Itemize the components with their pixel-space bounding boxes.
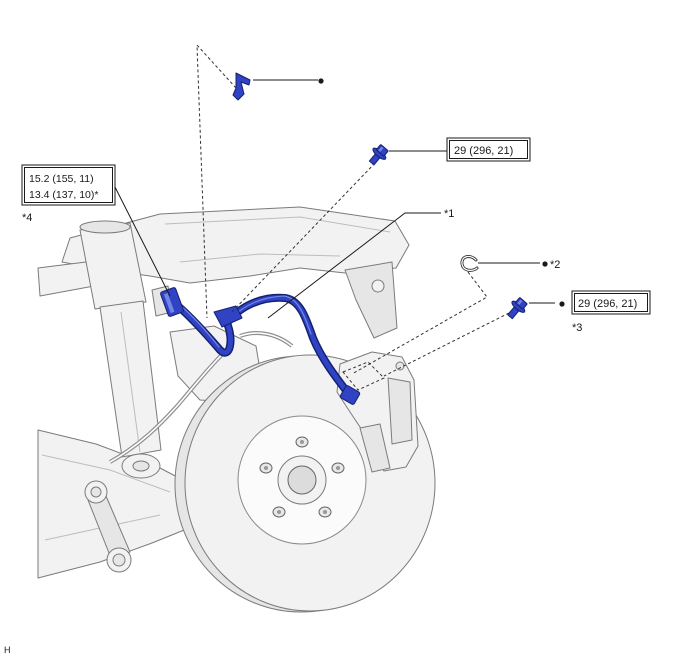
brake-tube-inner: [109, 344, 233, 463]
caliper-mounting-bracket: [359, 423, 391, 473]
bolt-highlight: [378, 146, 384, 152]
hose-clip-2-icon: [460, 255, 479, 272]
upper-bolt-icon: [368, 144, 389, 166]
bolt-head: [515, 297, 528, 310]
torque-box-inner: [574, 293, 648, 312]
lug-stud: [295, 436, 309, 448]
upper-arm: [37, 261, 95, 297]
union-seat-outline: [342, 361, 385, 391]
bolt-highlight: [517, 299, 523, 305]
lug-stud-tip: [277, 510, 281, 514]
shock-absorber-top: [79, 220, 131, 234]
frame-bracket-bolt: [371, 279, 385, 293]
frame-bracket: [344, 261, 398, 339]
caliper-cylinder: [387, 377, 413, 445]
callout-4: *4: [22, 212, 32, 224]
torque-box-outer: [446, 137, 531, 162]
brake-caliper: [336, 351, 419, 473]
replace-marker-dot: [318, 78, 324, 84]
torque-box-union: 15.2 (155, 11) 13.4 (137, 10)*: [21, 164, 116, 206]
lug-stud-tip: [264, 466, 268, 470]
torque-box-outer: [571, 290, 651, 315]
union-leader: [114, 186, 171, 297]
shock-lower-eye-bore: [132, 460, 150, 472]
caliper-bolt-install-path: [383, 312, 510, 377]
caliper-union-fitting: [339, 385, 361, 405]
sensor-wire-inner: [239, 332, 293, 347]
caliper-bolt-icon: [507, 297, 528, 320]
callout-3: *3: [572, 322, 582, 334]
figure-id: H: [4, 645, 11, 655]
torque-value-alt: 13.4 (137, 10)*: [29, 189, 98, 201]
lug-stud-tip: [300, 440, 304, 444]
callout-1: *1: [444, 208, 454, 220]
lug-stud: [259, 462, 273, 474]
lug-stud-tip: [323, 510, 327, 514]
upper-bolt-install-path: [229, 162, 376, 315]
vehicle-structure: [37, 206, 410, 579]
hose-bracket-clamp: [213, 305, 243, 328]
callout-1-leader: [267, 212, 441, 319]
lug-stud: [272, 506, 286, 518]
shock-highlight: [120, 311, 141, 453]
link-bushing-core: [90, 486, 102, 498]
torque-value: 15.2 (155, 11): [29, 173, 94, 185]
torque-box-caliper-bolt: 29 (296, 21): [571, 290, 651, 315]
lug-stud-tip: [336, 466, 340, 470]
bleeder-plug: [395, 361, 405, 371]
callout-2: *2: [550, 259, 560, 271]
frame-edge-line: [179, 253, 341, 263]
bolt-head: [376, 144, 389, 157]
torque-box-upper-bolt: 29 (296, 21): [446, 137, 531, 162]
torque-box-inner: [24, 167, 113, 203]
flexible-hose-highlight: [179, 295, 312, 348]
hose-union-highlight: [163, 292, 175, 314]
clip-install-path: [196, 43, 237, 319]
lug-stud: [318, 506, 332, 518]
hub-bore: [287, 465, 317, 495]
torque-value: 29 (296, 21): [454, 145, 513, 157]
hose-clip-icon: [232, 72, 251, 101]
link-bushing-core: [112, 553, 126, 567]
hose-union-fitting: [160, 287, 184, 317]
replace-marker-dot: [559, 301, 565, 307]
frame-edge-line: [164, 216, 391, 233]
torque-box-outer: [21, 164, 116, 206]
torque-value: 29 (296, 21): [578, 298, 637, 310]
lug-stud: [331, 462, 345, 474]
lower-arm-edge: [41, 454, 171, 493]
clip-inner: [461, 255, 478, 271]
torque-box-inner: [449, 140, 528, 159]
flexible-hose-assembly: [160, 287, 361, 405]
replace-marker-dot: [542, 261, 548, 267]
